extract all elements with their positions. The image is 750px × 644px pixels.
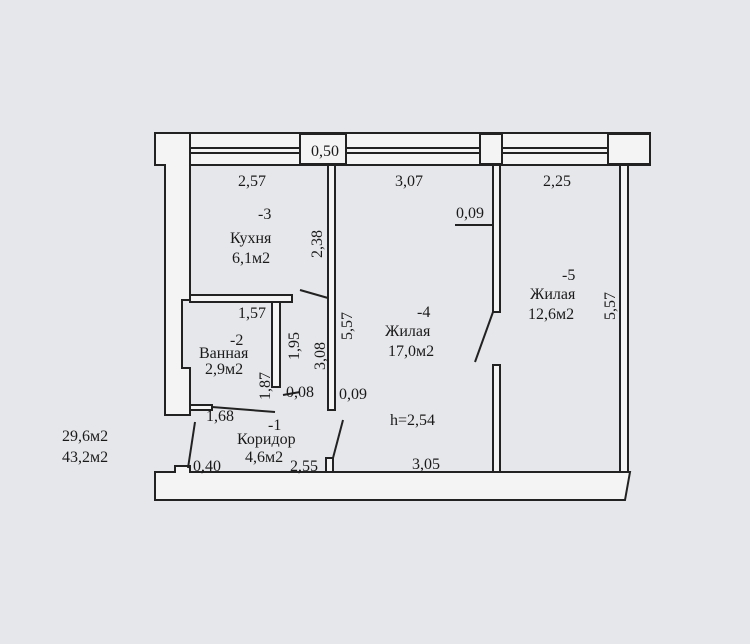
dim-bottom-corridor: 2,55 xyxy=(290,458,318,475)
dim-bath-left: 1,87 xyxy=(257,372,274,400)
room-number: -4 xyxy=(417,304,430,321)
dim-door-gap: 0,09 xyxy=(456,205,484,222)
dim-bath-wall: 0,08 xyxy=(286,384,314,401)
dim-living5-depth: 5,57 xyxy=(602,292,619,320)
dim-kitchen-bottom: 1,57 xyxy=(238,305,266,322)
room-area: 2,9м2 xyxy=(205,361,243,378)
room-area: 17,0м2 xyxy=(388,343,434,360)
room-corridor: -1 Коридор 4,6м2 xyxy=(237,417,296,466)
window xyxy=(299,133,347,165)
doors xyxy=(187,224,494,469)
window xyxy=(607,133,651,165)
dim-bottom-living: 3,05 xyxy=(412,456,440,473)
room-area: 12,6м2 xyxy=(528,306,574,323)
dim-partition: 0,09 xyxy=(339,386,367,403)
living-area: 29,6м2 xyxy=(62,428,108,445)
window xyxy=(479,133,503,165)
room-name: Жилая xyxy=(385,323,431,340)
room-number: -2 xyxy=(230,332,243,349)
dim-corridor-top: 1,68 xyxy=(206,408,234,425)
dim-top-living5: 2,25 xyxy=(543,173,571,190)
dim-bath-right: 1,95 xyxy=(286,332,303,360)
dim-kitchen-height: 2,38 xyxy=(309,230,326,258)
room-name: Коридор xyxy=(237,431,296,448)
room-living-5: -5 Жилая 12,6м2 xyxy=(528,267,576,323)
room-living-4: -4 Жилая 17,0м2 xyxy=(385,304,434,360)
room-area: 6,1м2 xyxy=(232,250,270,267)
room-number: -3 xyxy=(258,206,271,223)
room-kitchen: -3 Кухня 6,1м2 xyxy=(230,206,272,267)
room-name: Жилая xyxy=(530,286,576,303)
dim-top-living4: 3,07 xyxy=(395,173,423,190)
room-area: 4,6м2 xyxy=(245,449,283,466)
room-name: Ванная xyxy=(199,345,249,362)
room-number: -1 xyxy=(268,417,281,434)
walls xyxy=(154,132,651,501)
ceiling-height: h=2,54 xyxy=(390,412,435,429)
total-area: 43,2м2 xyxy=(62,449,108,466)
dim-living4-depth: 5,57 xyxy=(339,312,356,340)
room-bathroom: -2 Ванная 2,9м2 xyxy=(199,332,249,378)
dim-corridor-side: 3,08 xyxy=(312,342,329,370)
dim-entry: 0,40 xyxy=(193,458,221,475)
windows xyxy=(299,133,651,165)
dim-top-kitchen: 2,57 xyxy=(238,173,266,190)
room-name: Кухня xyxy=(230,230,272,247)
room-number: -5 xyxy=(562,267,575,284)
dim-window: 0,50 xyxy=(311,143,339,160)
